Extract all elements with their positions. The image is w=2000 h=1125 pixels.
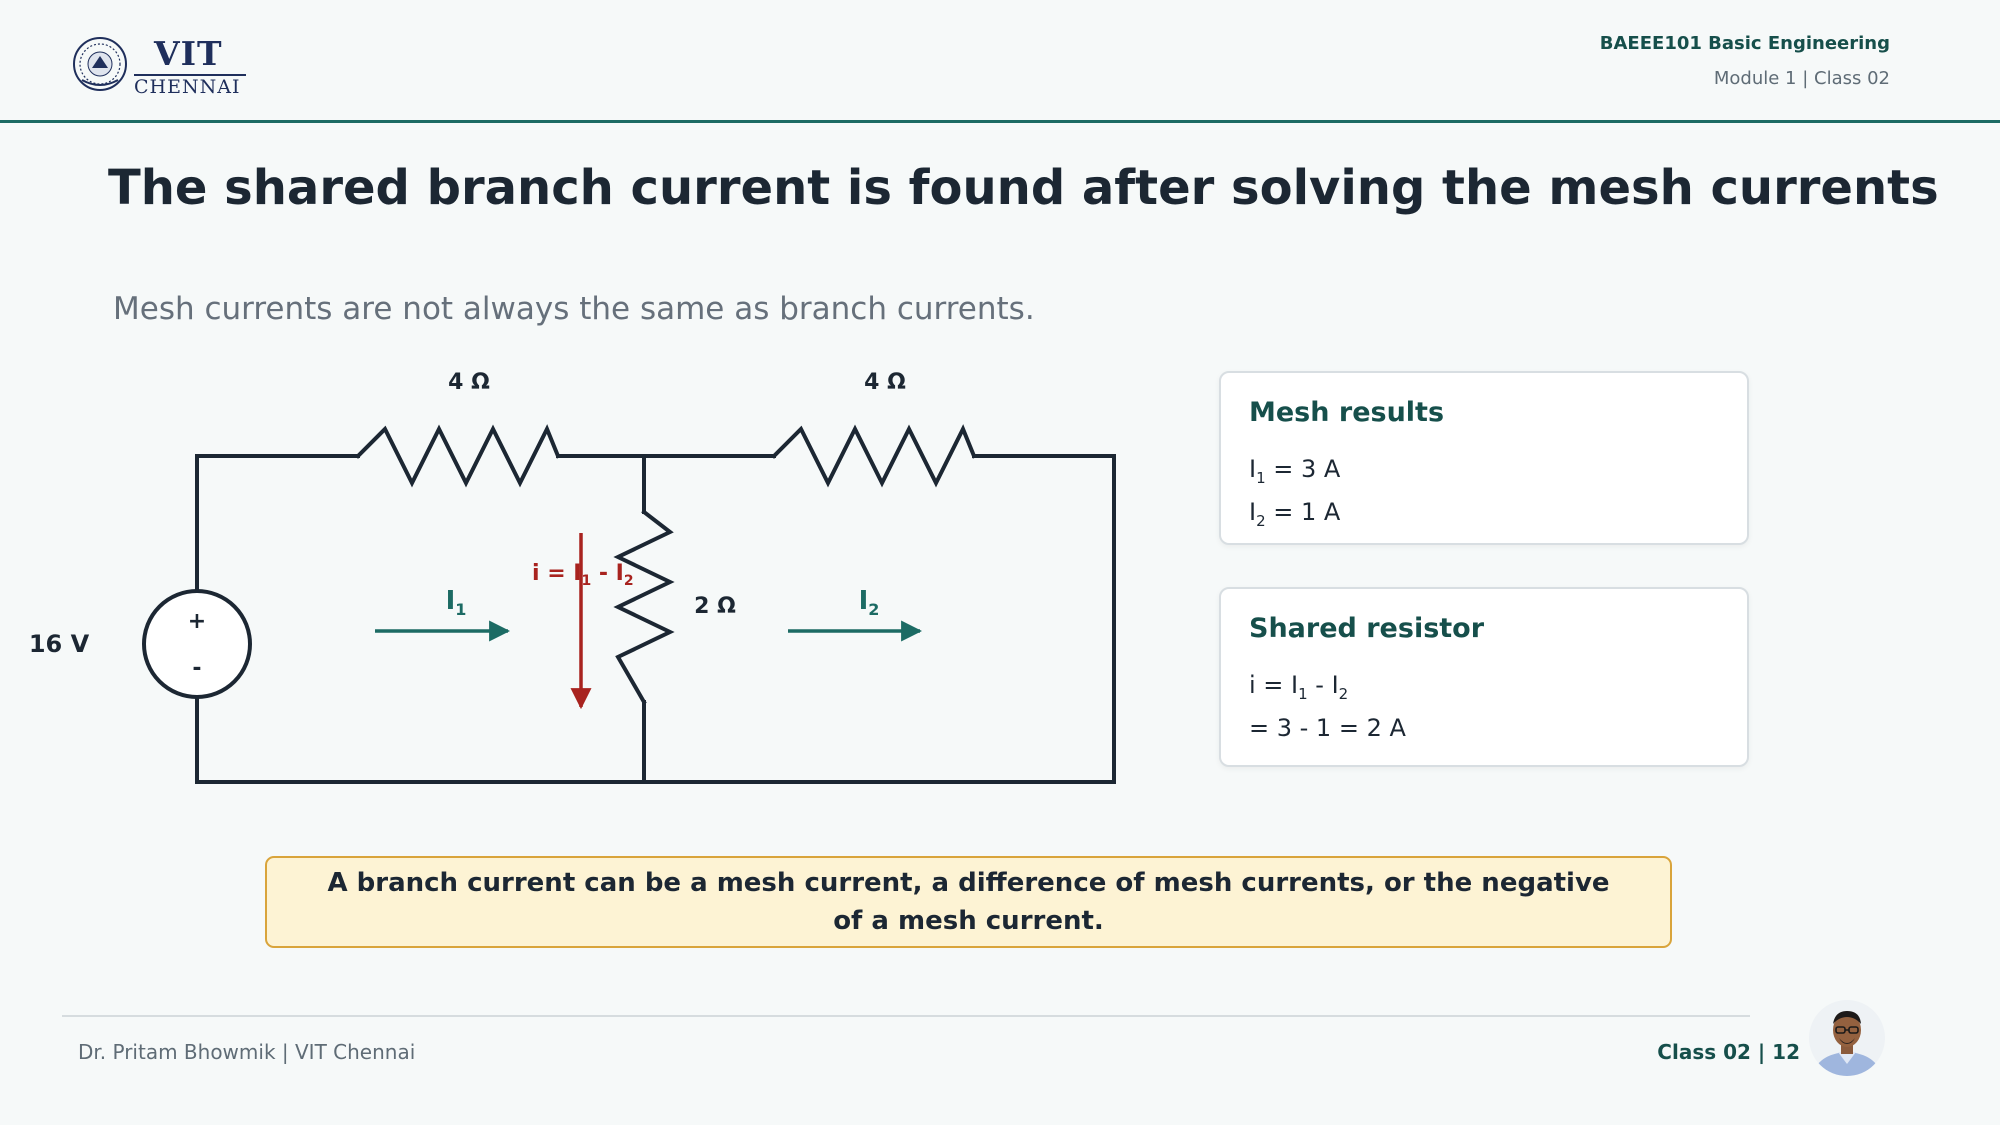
slide-title: The shared branch current is found after… (108, 160, 1939, 216)
mesh-result-i1: I1 = 3 A (1249, 455, 1341, 487)
two-mesh-circuit-diagram: 4 Ω 4 Ω 2 Ω 16 V + - I1 I2 i = I1 - I2 (29, 370, 1116, 784)
slide-subtitle: Mesh currents are not always the same as… (113, 291, 1035, 327)
footer-divider (62, 1015, 1750, 1017)
logo-subtext: CHENNAI (134, 76, 241, 98)
mesh-results-card: Mesh results I1 = 3 A I2 = 1 A (1219, 371, 1749, 545)
source-voltage-label: 16 V (29, 630, 90, 658)
slide-header: VIT CHENNAI BAEEE101 Basic Engineering M… (0, 0, 2000, 123)
source-plus-sign: + (188, 609, 206, 634)
shared-current-result: = 3 - 1 = 2 A (1249, 713, 1406, 742)
module-class-label: Module 1 | Class 02 (1713, 68, 1890, 89)
resistor-top-left-label: 4 Ω (448, 370, 490, 395)
branch-current-label: i = I1 - I2 (532, 561, 634, 589)
resistor-top-right-label: 4 Ω (864, 370, 906, 395)
footer-author: Dr. Pritam Bhowmik | VIT Chennai (78, 1040, 416, 1064)
logo-wordmark: VIT (154, 34, 223, 73)
key-takeaway-callout: A branch current can be a mesh current, … (265, 856, 1672, 948)
mesh1-current-label: I1 (446, 586, 467, 619)
shared-resistor-card: Shared resistor i = I1 - I2 = 3 - 1 = 2 … (1219, 587, 1749, 767)
resistor-middle-label: 2 Ω (694, 594, 736, 619)
mesh2-current-label: I2 (859, 586, 880, 619)
source-minus-sign: - (192, 656, 201, 681)
institute-seal-icon (73, 37, 127, 91)
voltage-source-symbol (142, 589, 252, 699)
resistor-top-right-symbol (771, 424, 977, 488)
shared-resistor-title: Shared resistor (1249, 613, 1485, 644)
logo-divider (134, 74, 246, 76)
mesh-result-i2: I2 = 1 A (1249, 497, 1341, 530)
shared-current-formula: i = I1 - I2 (1249, 671, 1349, 703)
footer-page-number: Class 02 | 12 (1657, 1040, 1800, 1064)
resistor-middle-symbol (613, 509, 675, 705)
vit-chennai-logo: VIT CHENNAI (72, 34, 252, 98)
resistor-top-left-symbol (355, 424, 561, 488)
course-code: BAEEE101 Basic Engineering (1599, 33, 1890, 54)
presenter-avatar (1809, 1000, 1885, 1076)
mesh-results-title: Mesh results (1249, 397, 1445, 428)
